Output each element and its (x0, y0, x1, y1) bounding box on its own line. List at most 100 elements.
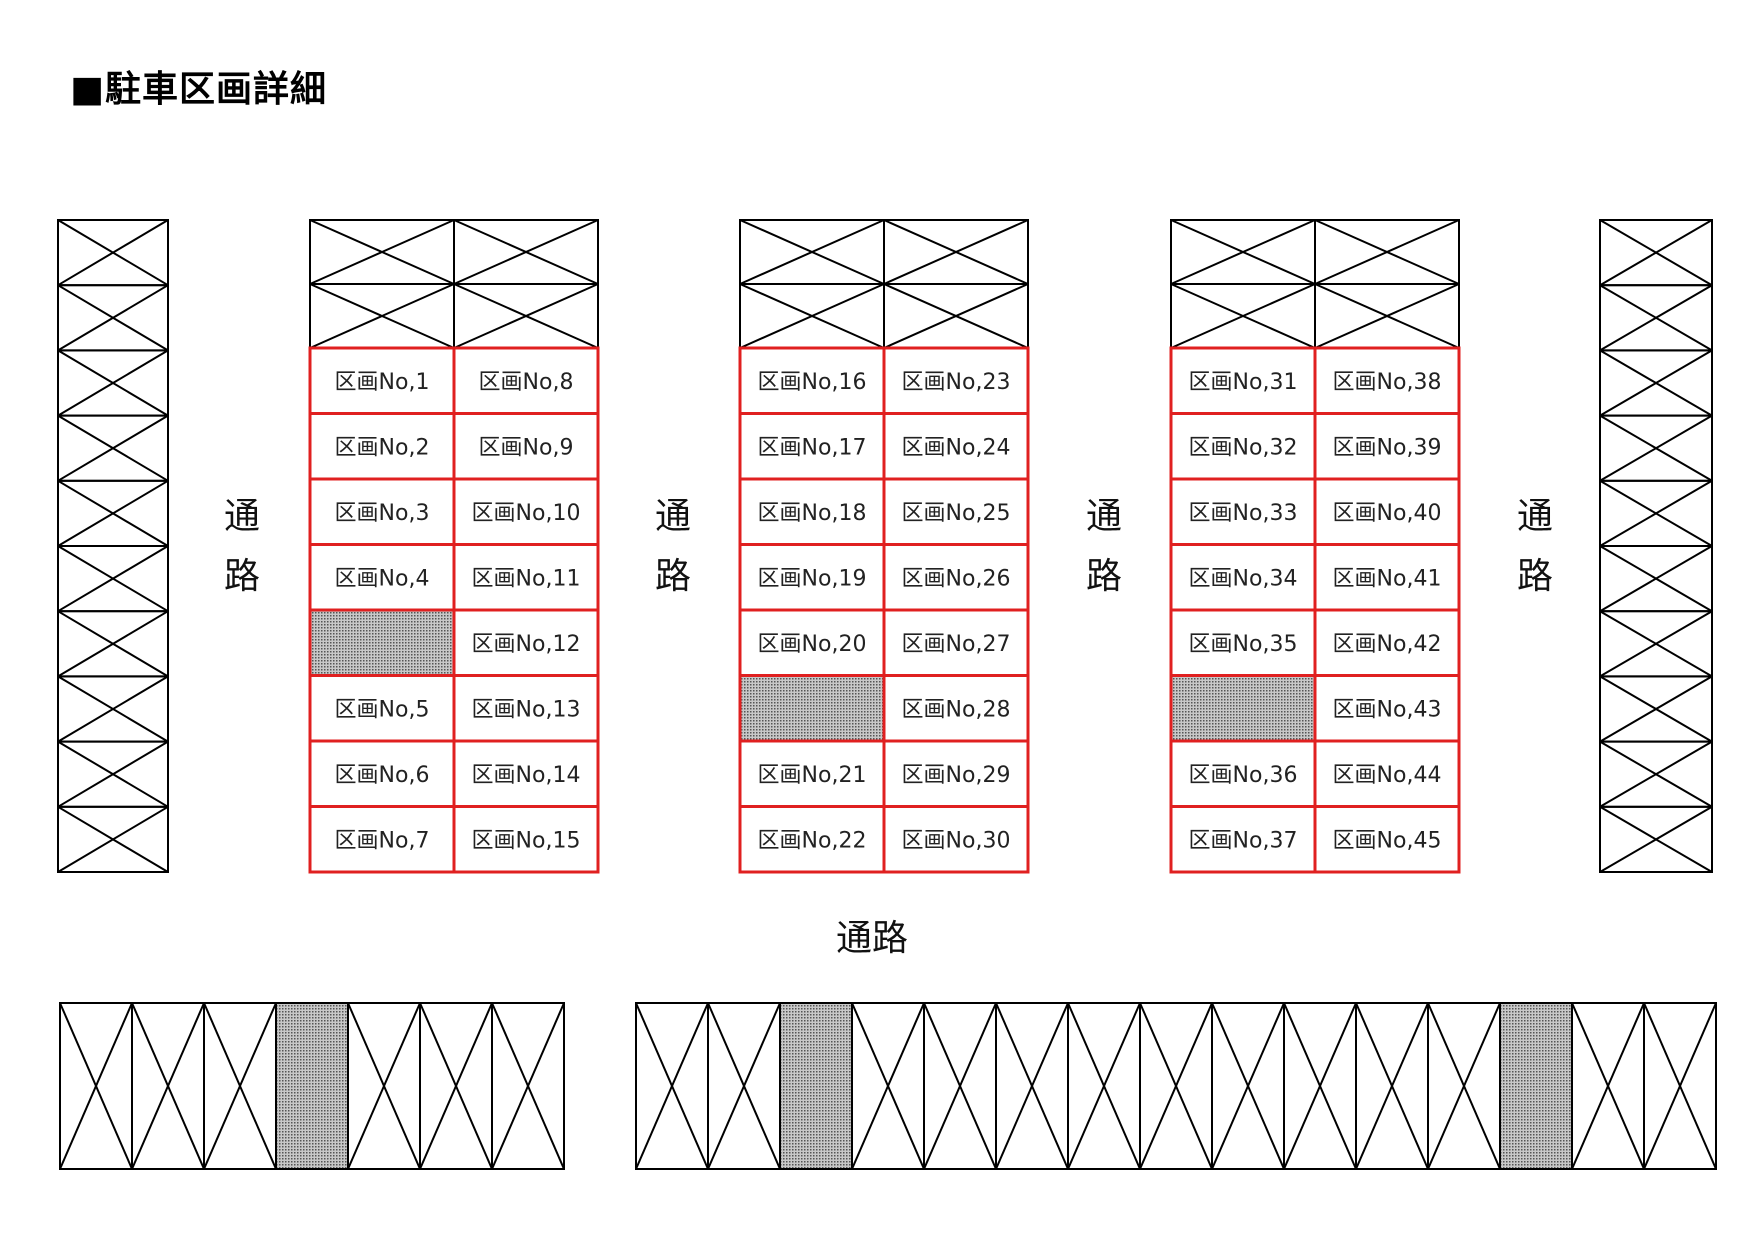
right-wall-structure (1599, 219, 1713, 873)
parking-space[interactable]: 区画No,1 (308, 346, 456, 415)
hatch-slot (995, 1002, 1069, 1170)
hatch-cell (309, 283, 455, 349)
wall-hatch-cell (57, 545, 169, 613)
parking-space[interactable]: 区画No,19 (738, 543, 886, 612)
parking-space[interactable]: 区画No,32 (1169, 412, 1317, 481)
parking-space[interactable]: 区画No,3 (308, 477, 456, 546)
unavailable-space (738, 674, 886, 743)
parking-space[interactable]: 区画No,37 (1169, 805, 1317, 874)
hatch-slot (131, 1002, 205, 1170)
parking-space[interactable]: 区画No,18 (738, 477, 886, 546)
parking-space[interactable]: 区画No,38 (1313, 346, 1461, 415)
parking-space[interactable]: 区画No,10 (452, 477, 600, 546)
parking-space[interactable]: 区画No,8 (452, 346, 600, 415)
parking-space-label: 区画No,28 (902, 697, 1011, 722)
parking-space[interactable]: 区画No,44 (1313, 739, 1461, 808)
parking-space-label: 区画No,16 (758, 370, 867, 395)
parking-space[interactable]: 区画No,15 (452, 805, 600, 874)
parking-space-label: 区画No,25 (902, 501, 1011, 526)
parking-space-label: 区画No,8 (479, 370, 574, 395)
hatch-slot (1571, 1002, 1645, 1170)
wall-hatch-cell (1599, 349, 1713, 417)
parking-space[interactable]: 区画No,12 (452, 608, 600, 677)
parking-space[interactable]: 区画No,24 (882, 412, 1030, 481)
wall-hatch-cell (1599, 610, 1713, 678)
parking-space[interactable]: 区画No,31 (1169, 346, 1317, 415)
parking-space[interactable]: 区画No,4 (308, 543, 456, 612)
shaded-slot (1499, 1002, 1573, 1170)
hatch-slot (1643, 1002, 1717, 1170)
parking-space[interactable]: 区画No,35 (1169, 608, 1317, 677)
parking-space[interactable]: 区画No,17 (738, 412, 886, 481)
parking-space[interactable]: 区画No,23 (882, 346, 1030, 415)
parking-space[interactable]: 区画No,27 (882, 608, 1030, 677)
hatch-slot (59, 1002, 133, 1170)
wall-hatch-cell (57, 349, 169, 417)
parking-space-label: 区画No,45 (1333, 828, 1442, 853)
hatch-slot (851, 1002, 925, 1170)
parking-space[interactable]: 区画No,22 (738, 805, 886, 874)
parking-space-label: 区画No,18 (758, 501, 867, 526)
aisle-label-vertical: 通路 (224, 496, 260, 597)
wall-hatch-cell (57, 675, 169, 743)
parking-space-label: 区画No,4 (335, 566, 430, 591)
parking-space[interactable]: 区画No,30 (882, 805, 1030, 874)
parking-space[interactable]: 区画No,9 (452, 412, 600, 481)
parking-space[interactable]: 区画No,5 (308, 674, 456, 743)
block-1-hatched-area (309, 219, 599, 349)
parking-space[interactable]: 区画No,34 (1169, 543, 1317, 612)
hatch-slot (1283, 1002, 1357, 1170)
aisle-label-horizontal: 通路 (836, 918, 908, 959)
parking-space-label: 区画No,37 (1189, 828, 1298, 853)
parking-space[interactable]: 区画No,39 (1313, 412, 1461, 481)
parking-space[interactable]: 区画No,20 (738, 608, 886, 677)
shaded-slot (275, 1002, 349, 1170)
wall-hatch-cell (1599, 219, 1713, 287)
hatch-cell (739, 219, 885, 285)
parking-block-3: 区画No,31区画No,32区画No,33区画No,34区画No,35区画No,… (1169, 346, 1461, 874)
parking-space-label: 区画No,3 (335, 501, 430, 526)
parking-space[interactable]: 区画No,42 (1313, 608, 1461, 677)
parking-space[interactable]: 区画No,21 (738, 739, 886, 808)
parking-space-label: 区画No,9 (479, 435, 574, 460)
parking-space[interactable]: 区画No,6 (308, 739, 456, 808)
wall-hatch-cell (57, 479, 169, 547)
parking-space[interactable]: 区画No,28 (882, 674, 1030, 743)
wall-hatch-cell (57, 284, 169, 352)
parking-space-label: 区画No,42 (1333, 632, 1442, 657)
parking-space-label: 区画No,10 (472, 501, 581, 526)
parking-space[interactable]: 区画No,7 (308, 805, 456, 874)
parking-block-2: 区画No,16区画No,17区画No,18区画No,19区画No,20区画No,… (738, 346, 1030, 874)
parking-space[interactable]: 区画No,25 (882, 477, 1030, 546)
parking-space[interactable]: 区画No,26 (882, 543, 1030, 612)
left-wall-structure (57, 219, 169, 873)
hatch-slot (1067, 1002, 1141, 1170)
parking-space[interactable]: 区画No,13 (452, 674, 600, 743)
parking-space[interactable]: 区画No,33 (1169, 477, 1317, 546)
parking-space[interactable]: 区画No,11 (452, 543, 600, 612)
aisle-label-vertical: 通路 (1086, 496, 1122, 597)
parking-space-label: 区画No,33 (1189, 501, 1298, 526)
parking-space[interactable]: 区画No,36 (1169, 739, 1317, 808)
hatch-cell (309, 219, 455, 285)
parking-space-label: 区画No,38 (1333, 370, 1442, 395)
parking-space-label: 区画No,11 (472, 566, 581, 591)
parking-space[interactable]: 区画No,29 (882, 739, 1030, 808)
unavailable-space (308, 608, 456, 677)
parking-space[interactable]: 区画No,43 (1313, 674, 1461, 743)
hatch-cell (453, 283, 599, 349)
parking-space[interactable]: 区画No,45 (1313, 805, 1461, 874)
parking-space[interactable]: 区画No,2 (308, 412, 456, 481)
hatch-slot (419, 1002, 493, 1170)
shaded-slot (779, 1002, 853, 1170)
hatch-cell (1170, 283, 1316, 349)
parking-space[interactable]: 区画No,14 (452, 739, 600, 808)
parking-space[interactable]: 区画No,40 (1313, 477, 1461, 546)
parking-space-label: 区画No,21 (758, 763, 867, 788)
wall-hatch-cell (57, 805, 169, 873)
parking-space[interactable]: 区画No,41 (1313, 543, 1461, 612)
hatch-slot (203, 1002, 277, 1170)
hatch-cell (883, 283, 1029, 349)
wall-hatch-cell (1599, 284, 1713, 352)
parking-space[interactable]: 区画No,16 (738, 346, 886, 415)
